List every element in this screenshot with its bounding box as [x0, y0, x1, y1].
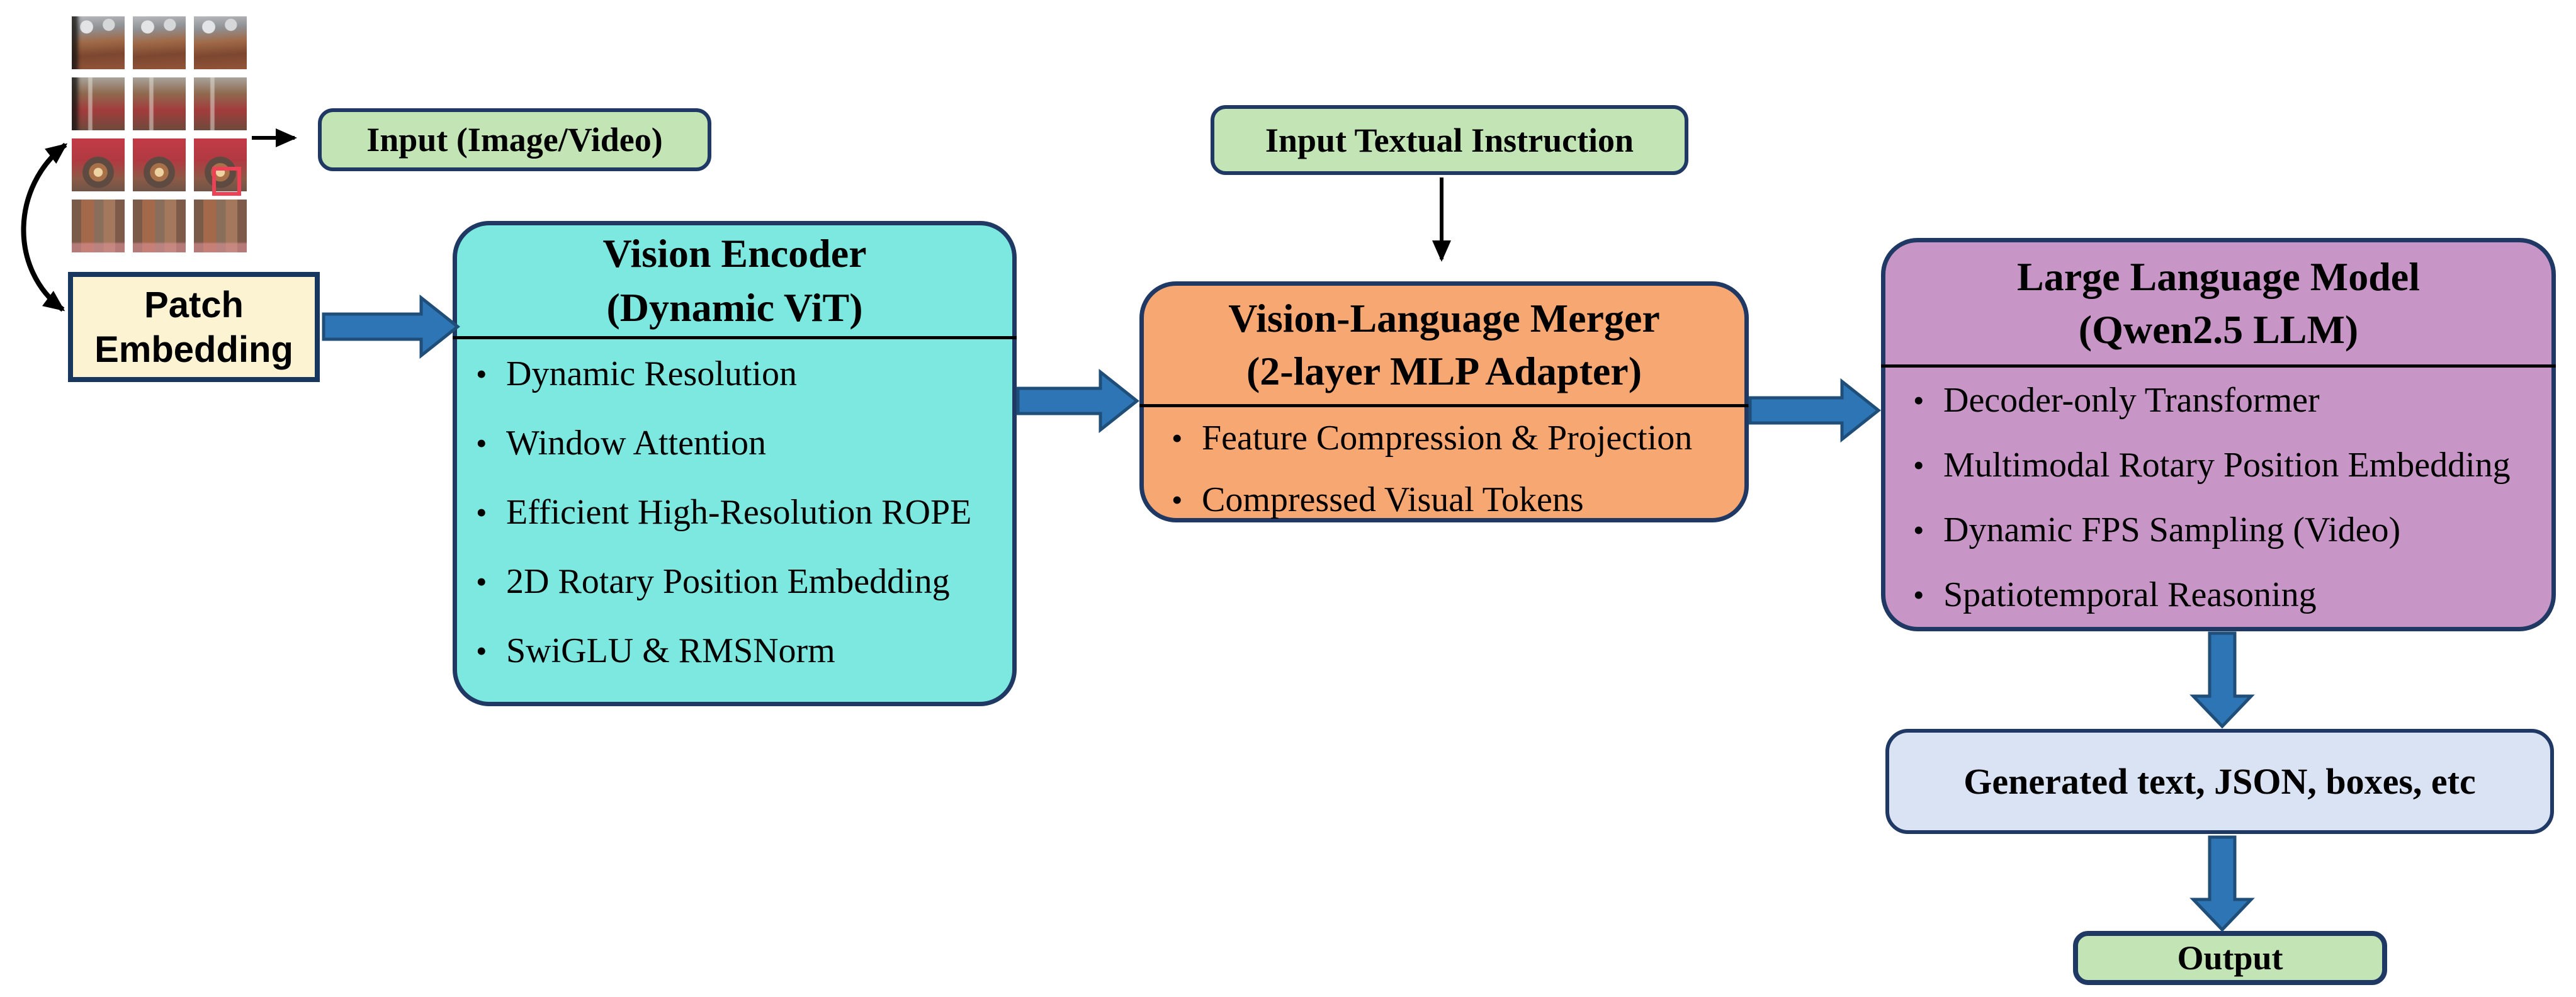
patch-embedding-node: Patch Embedding — [68, 272, 320, 382]
output-node: Output — [2073, 931, 2387, 985]
image-patch — [133, 77, 186, 130]
bullet-text: 2D Rotary Position Embedding — [506, 562, 950, 601]
bullet-dot: • — [1172, 482, 1183, 517]
llm-title-line1: Large Language Model — [2017, 254, 2420, 299]
bullet-item: • SwiGLU & RMSNorm — [467, 616, 1006, 685]
divider-line — [1139, 404, 1749, 407]
image-patch — [194, 77, 247, 130]
bullet-text: Multimodal Rotary Position Embedding — [1943, 445, 2511, 485]
arrow-vision-encoder-to-merger — [1016, 368, 1140, 434]
bullet-item: • 2D Rotary Position Embedding — [467, 547, 1006, 616]
divider-line — [453, 336, 1017, 339]
bullet-item: • Dynamic Resolution — [467, 339, 1006, 408]
arrow-patch-embedding-to-vision-encoder — [322, 294, 461, 359]
merger-bullet-list: • Feature Compression & Projection • Compre… — [1144, 407, 1744, 531]
image-patch — [72, 200, 125, 252]
arrow-llm-to-generated — [2189, 631, 2255, 729]
bullet-item: • Compressed Visual Tokens — [1163, 469, 1738, 531]
input-image-label: Input (Image/Video) — [366, 121, 663, 159]
curved-arrow-image-to-patch-embedding — [21, 142, 68, 312]
input-image-patch-grid — [72, 16, 247, 252]
patch-embedding-label-line2: Embedding — [94, 329, 293, 370]
bullet-text: Spatiotemporal Reasoning — [1943, 575, 2317, 614]
input-text-node: Input Textual Instruction — [1211, 105, 1688, 175]
vision-encoder-title-line2: (Dynamic ViT) — [606, 285, 863, 330]
merger-title: Vision-Language Merger (2-layer MLP Adap… — [1144, 286, 1744, 404]
bullet-dot: • — [476, 564, 487, 599]
bullet-dot: • — [1172, 420, 1183, 456]
input-text-label: Input Textual Instruction — [1265, 121, 1634, 159]
generated-output-node: Generated text, JSON, boxes, etc — [1885, 729, 2554, 834]
image-patch — [133, 200, 186, 252]
bullet-text: Dynamic Resolution — [506, 354, 797, 393]
bullet-item: • Multimodal Rotary Position Embedding — [1904, 432, 2545, 497]
image-patch — [133, 16, 186, 69]
bullet-dot: • — [1913, 512, 1924, 548]
bullet-text: Feature Compression & Projection — [1202, 419, 1693, 458]
image-patch — [72, 16, 125, 69]
bullet-dot: • — [476, 425, 487, 461]
input-image-node: Input (Image/Video) — [318, 108, 711, 171]
llm-bullet-list: • Decoder-only Transformer • Multimodal Rot… — [1885, 368, 2551, 627]
llm-title-line2: (Qwen2.5 LLM) — [2078, 307, 2359, 352]
image-patch — [72, 77, 125, 130]
bullet-text: Dynamic FPS Sampling (Video) — [1943, 510, 2401, 549]
bullet-dot: • — [1913, 577, 1924, 612]
bullet-text: Compressed Visual Tokens — [1202, 480, 1584, 519]
merger-title-line2: (2-layer MLP Adapter) — [1246, 349, 1642, 393]
llm-title: Large Language Model (Qwen2.5 LLM) — [1885, 242, 2551, 364]
arrow-merger-to-llm — [1748, 378, 1882, 443]
generated-output-label: Generated text, JSON, boxes, etc — [1963, 761, 2476, 802]
bullet-item: • Spatiotemporal Reasoning — [1904, 562, 2545, 627]
bullet-text: Decoder-only Transformer — [1943, 380, 2320, 420]
vision-encoder-title-line1: Vision Encoder — [602, 231, 867, 276]
bullet-item: • Window Attention — [467, 408, 1006, 478]
vision-language-merger-node: Vision-Language Merger (2-layer MLP Adap… — [1139, 281, 1749, 522]
bullet-dot: • — [476, 495, 487, 530]
image-patch — [72, 138, 125, 191]
bullet-item: • Efficient High-Resolution ROPE — [467, 478, 1006, 547]
vision-encoder-bullet-list: • Dynamic Resolution • Window Attention • Eff… — [457, 339, 1012, 685]
output-label: Output — [2177, 939, 2283, 977]
bullet-text: Efficient High-Resolution ROPE — [506, 493, 972, 532]
bullet-item: • Decoder-only Transformer — [1904, 368, 2545, 432]
bullet-text: SwiGLU & RMSNorm — [506, 631, 835, 670]
bullet-dot: • — [1913, 447, 1924, 483]
bullet-dot: • — [476, 633, 487, 668]
arrow-generated-to-output — [2189, 835, 2255, 932]
image-patch — [194, 16, 247, 69]
detection-highlight-box — [212, 167, 241, 196]
image-patch — [194, 200, 247, 252]
bullet-dot: • — [476, 356, 487, 391]
bullet-text: Window Attention — [506, 424, 767, 463]
vision-encoder-title: Vision Encoder (Dynamic ViT) — [457, 225, 1012, 336]
image-patch — [133, 138, 186, 191]
patch-embedding-label-line1: Patch — [144, 284, 244, 325]
bullet-dot: • — [1913, 382, 1924, 418]
vision-encoder-node: Vision Encoder (Dynamic ViT) • Dynamic Re… — [453, 221, 1017, 706]
merger-title-line1: Vision-Language Merger — [1228, 296, 1660, 341]
llm-node: Large Language Model (Qwen2.5 LLM) • Deco… — [1881, 238, 2556, 631]
bullet-item: • Dynamic FPS Sampling (Video) — [1904, 497, 2545, 562]
divider-line — [1881, 364, 2556, 368]
bullet-item: • Feature Compression & Projection — [1163, 407, 1738, 469]
